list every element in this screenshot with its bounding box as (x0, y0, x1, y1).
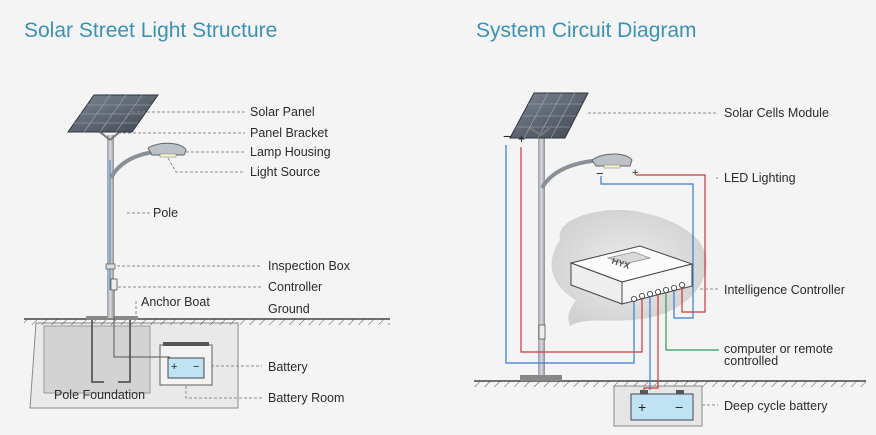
right-pole-base (520, 375, 562, 381)
anchor-bolts (91, 318, 131, 383)
light-source (159, 153, 177, 158)
led-lamp-housing (591, 153, 633, 167)
label-deep-cycle-battery: Deep cycle battery (724, 399, 828, 413)
intelligence-controller-box: HYX (569, 245, 694, 305)
label-lamp-housing: Lamp Housing (250, 145, 331, 159)
left-solar-panel (67, 94, 159, 133)
label-remote-line1: computer or remote (724, 342, 833, 356)
right-solar-panel (509, 92, 589, 139)
label-solar-cells-module: Solar Cells Module (724, 106, 829, 120)
label-pole-foundation: Pole Foundation (54, 388, 145, 402)
left-ground (24, 318, 390, 325)
panel-minus-terminal: − (503, 128, 511, 144)
label-battery-room: Battery Room (268, 391, 344, 405)
left-panel-title: Solar Street Light Structure (24, 19, 277, 42)
circuit-wires (505, 145, 719, 392)
label-panel-bracket: Panel Bracket (250, 126, 328, 140)
lamp-plus-terminal: + (632, 167, 638, 179)
panel-plus-terminal: + (518, 132, 525, 146)
right-panel-title: System Circuit Diagram (476, 19, 697, 42)
right-pole-box (538, 324, 546, 340)
label-pole: Pole (153, 206, 178, 220)
deep-cycle-battery: + − (630, 390, 694, 421)
lamp-housing (147, 142, 187, 156)
label-anchor-boat: Anchor Boat (141, 295, 210, 309)
label-ground: Ground (268, 302, 310, 316)
label-inspection-box: Inspection Box (268, 259, 351, 273)
label-remote-line2: controlled (724, 354, 778, 368)
right-panel-bracket (529, 125, 553, 136)
right-lamp-arm (540, 158, 603, 190)
label-solar-panel: Solar Panel (250, 105, 315, 119)
led-light (603, 164, 621, 169)
right-battery-plus: + (638, 399, 646, 415)
right-pole (538, 130, 545, 378)
left-battery-minus: − (193, 361, 199, 373)
inspection-box (105, 263, 116, 270)
label-light-source: Light Source (250, 165, 320, 179)
lamp-minus-terminal: − (596, 166, 604, 181)
left-battery-plus: + (171, 361, 177, 373)
left-controller (110, 278, 118, 291)
right-battery-minus: − (675, 399, 683, 415)
left-battery: + − (167, 357, 205, 379)
label-intelligence-controller: Intelligence Controller (724, 283, 845, 297)
label-controller: Controller (268, 280, 322, 294)
label-led-lighting: LED Lighting (724, 171, 796, 185)
label-battery: Battery (268, 360, 308, 374)
